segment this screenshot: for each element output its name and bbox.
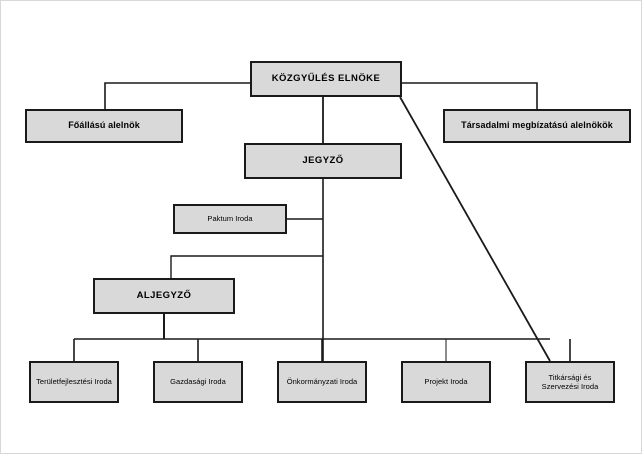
- org-node-teruletfejl[interactable]: Területfejlesztési Iroda: [29, 361, 119, 403]
- org-node-foallasu[interactable]: Főállású alelnök: [25, 109, 183, 143]
- org-node-gazdasagi[interactable]: Gazdasági Iroda: [153, 361, 243, 403]
- org-node-label-foallasu: Főállású alelnök: [68, 120, 140, 131]
- org-node-label-projekt: Projekt Iroda: [424, 377, 468, 387]
- org-node-jegyzo[interactable]: JEGYZŐ: [244, 143, 402, 179]
- org-node-label-titkarsag: Titkársági és Szervezési Iroda: [541, 372, 599, 391]
- org-node-label-teruletfejl: Területfejlesztési Iroda: [36, 377, 112, 387]
- connector-jegyzo-to-aljegyzo: [170, 255, 323, 278]
- org-node-aljegyzo[interactable]: ALJEGYZŐ: [93, 278, 235, 314]
- org-node-onkormanyzat[interactable]: Önkormányzati Iroda: [277, 361, 367, 403]
- org-node-titkarsag[interactable]: Titkársági és Szervezési Iroda: [525, 361, 615, 403]
- org-node-paktum[interactable]: Paktum Iroda: [173, 204, 287, 234]
- org-node-label-aljegyzo: ALJEGYZŐ: [136, 290, 192, 302]
- org-node-label-gazdasagi: Gazdasági Iroda: [170, 377, 226, 387]
- org-node-tarsadalmi[interactable]: Társadalmi megbízatású alelnökök: [443, 109, 631, 143]
- org-node-label-onkormanyzat: Önkormányzati Iroda: [286, 377, 358, 387]
- connector-elnok-to-foallasu: [104, 82, 250, 109]
- org-node-label-elnok: KÖZGYŰLÉS ELNÖKE: [271, 73, 381, 85]
- connector-elnok-to-tarsadalmi: [402, 82, 538, 109]
- org-node-label-tarsadalmi: Társadalmi megbízatású alelnökök: [461, 120, 613, 131]
- org-node-elnok[interactable]: KÖZGYŰLÉS ELNÖKE: [250, 61, 402, 97]
- org-node-label-paktum: Paktum Iroda: [207, 214, 253, 224]
- org-node-label-jegyzo: JEGYZŐ: [302, 155, 344, 167]
- org-node-projekt[interactable]: Projekt Iroda: [401, 361, 491, 403]
